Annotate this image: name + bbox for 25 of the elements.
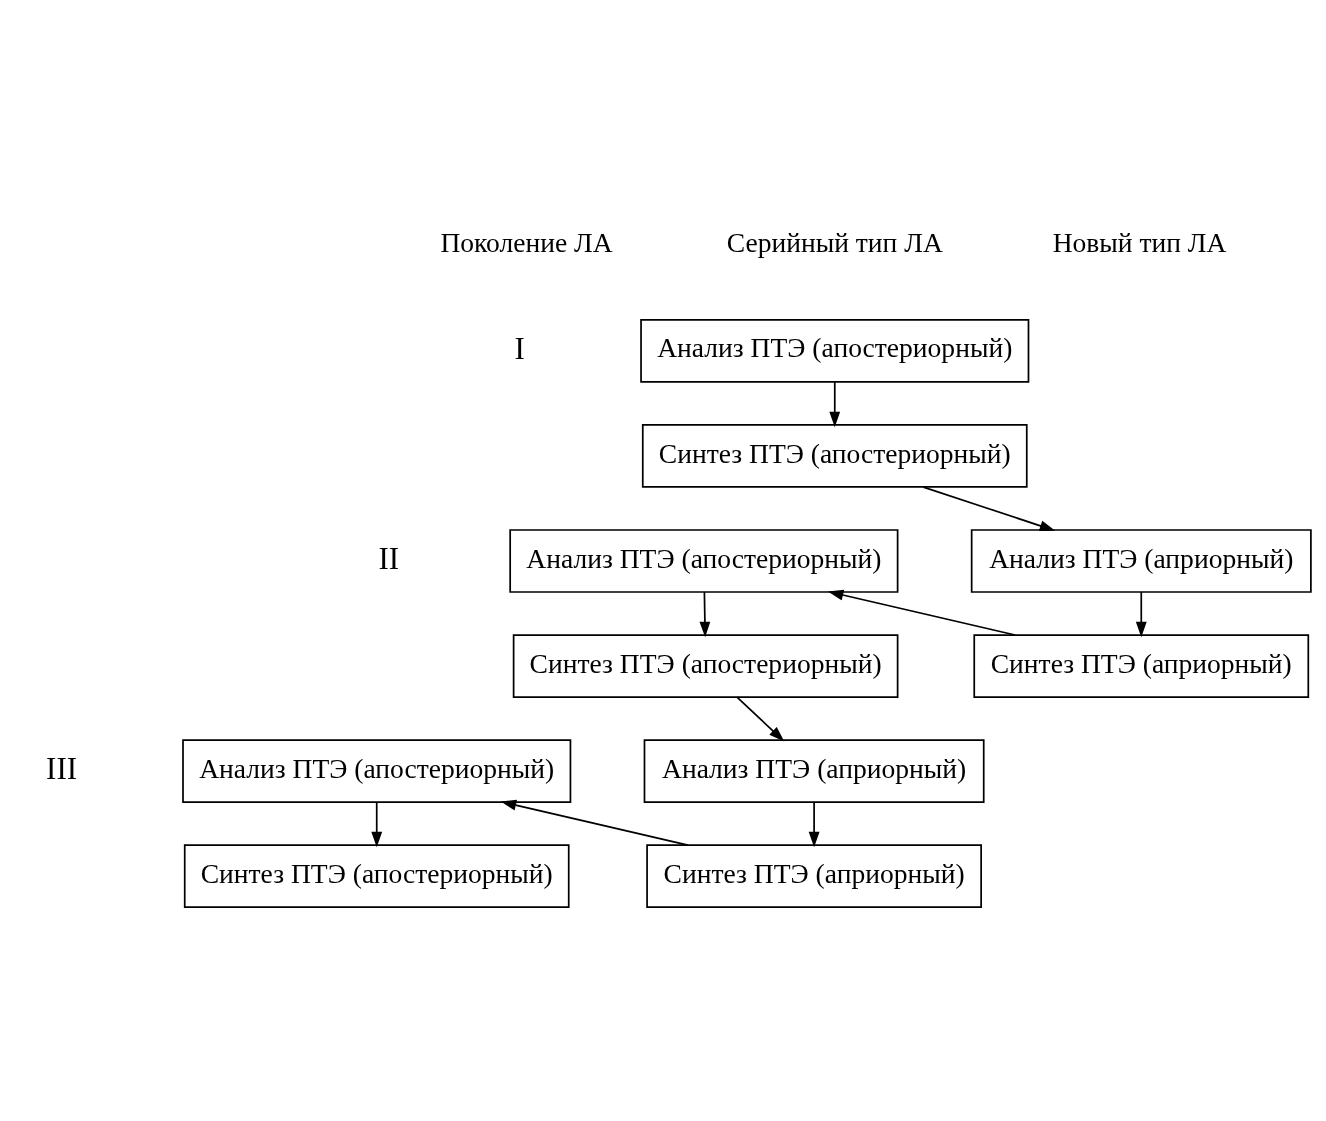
node-box: Анализ ПТЭ (апостериорный) (640, 318, 1030, 383)
node-box: Анализ ПТЭ (априорный) (970, 528, 1312, 593)
node-box: Синтез ПТЭ (апостериорный) (641, 423, 1028, 488)
node-box: Синтез ПТЭ (апостериорный) (512, 633, 899, 698)
label: Поколение ЛА (440, 226, 613, 258)
arrow (736, 695, 785, 741)
label: I (514, 330, 525, 365)
node-box: Анализ ПТЭ (апостериорный) (182, 738, 572, 803)
arrow (371, 800, 383, 847)
node-box: Анализ ПТЭ (априорный) (643, 738, 985, 803)
label: Новый тип ЛА (1052, 226, 1227, 258)
node-box: Синтез ПТЭ (априорный) (646, 843, 982, 908)
label: Серийный тип ЛА (726, 226, 943, 258)
node-box: Анализ ПТЭ (апостериорный) (509, 528, 899, 593)
arrow (829, 380, 841, 427)
arrow (922, 485, 1056, 531)
arrow (500, 799, 689, 846)
arrow (827, 589, 1016, 636)
label: III (46, 750, 78, 786)
arrow (699, 590, 711, 637)
label: II (378, 540, 400, 576)
arrow (1135, 590, 1147, 637)
node-box: Синтез ПТЭ (апостериорный) (183, 843, 570, 908)
arrow (808, 800, 820, 847)
node-box: Синтез ПТЭ (априорный) (973, 633, 1310, 698)
